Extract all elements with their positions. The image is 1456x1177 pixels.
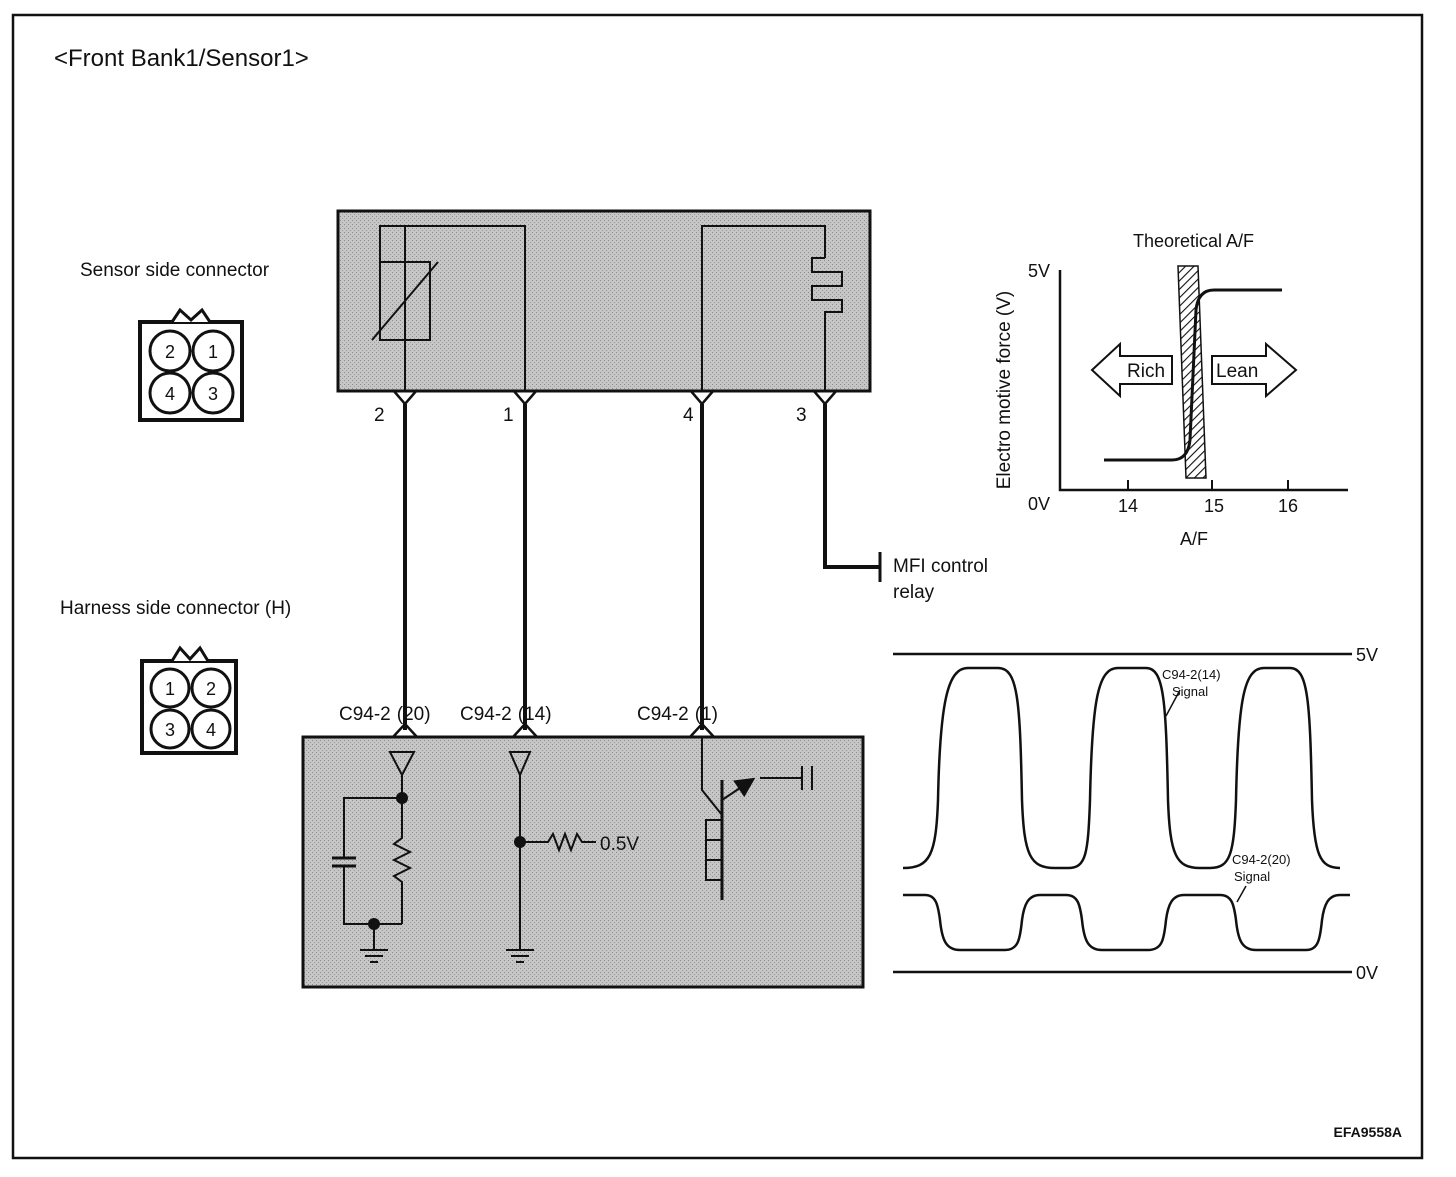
- svg-text:C94-2(20): C94-2 (20): [339, 704, 431, 725]
- signal-20-leader: [1236, 885, 1247, 903]
- ecm-terminal-1-pin: (1): [695, 704, 718, 725]
- ecm-terminal-14-pin: (14): [518, 704, 552, 725]
- sensor-pin-2: 2: [165, 342, 175, 362]
- harness-pin-4: 4: [206, 720, 216, 740]
- lean-arrow: [1211, 341, 1298, 399]
- sensor-pin-1: 1: [208, 342, 218, 362]
- sensor-pin-3: 3: [208, 384, 218, 404]
- outer-frame: [11, 13, 1424, 1160]
- signal-20-waveform: [903, 893, 1350, 952]
- sensor-box-pin-3: 3: [796, 405, 807, 426]
- waveform-0v-label: 0V: [1356, 963, 1378, 983]
- sensor-connector-icon: 2 1 4 3: [138, 307, 244, 422]
- af-chart-y-bottom: 0V: [1028, 494, 1050, 514]
- signal-14-waveform: [902, 666, 1341, 870]
- wires: [403, 404, 880, 730]
- af-chart-title: Theoretical A/F: [1133, 231, 1254, 251]
- svg-text:C94-2(14): C94-2 (14): [460, 704, 552, 725]
- sensor-pin-4: 4: [165, 384, 175, 404]
- af-response-curve: [1104, 288, 1282, 462]
- figure-code: EFA9558A: [1334, 1124, 1402, 1140]
- af-chart: Theoretical A/F 5V 0V Electro motive for…: [994, 231, 1348, 549]
- signal-14-leader: [1165, 689, 1181, 717]
- signal-20-label-line2: Signal: [1234, 869, 1270, 884]
- sensor-box-pin-1: 1: [503, 405, 514, 426]
- af-tick-label-16: 16: [1278, 496, 1298, 516]
- relay-label-line1: MFI control: [893, 556, 988, 577]
- signal-20-label-line1: C94-2(20): [1232, 852, 1291, 867]
- sensor-connector-label: Sensor side connector: [80, 260, 270, 281]
- harness-connector-label: Harness side connector (H): [60, 598, 291, 619]
- waveform-5v-label: 5V: [1356, 645, 1378, 665]
- sensor-box-pin-2: 2: [374, 405, 385, 426]
- svg-text:C94-2(1): C94-2 (1): [637, 704, 718, 725]
- harness-connector-icon: 1 2 3 4: [140, 645, 238, 755]
- harness-pin-2: 2: [206, 679, 216, 699]
- ecm-terminal-14-connector: C94-2: [460, 704, 512, 725]
- af-tick-label-15: 15: [1204, 496, 1224, 516]
- relay-label-line2: relay: [893, 582, 935, 603]
- waveform-panel: 5V 0V C94-2(14) Signal C94-2(20) Signal: [893, 645, 1378, 983]
- rich-arrow: [1090, 341, 1173, 399]
- ecm-box: 0.5V: [301, 722, 865, 989]
- af-chart-xlabel: A/F: [1180, 529, 1208, 549]
- af-chart-axes: [1058, 270, 1348, 492]
- signal-14-label-line1: C94-2(14): [1162, 667, 1221, 682]
- ecm-terminal-20-pin: (20): [397, 704, 431, 725]
- signal-14-label-line2: Signal: [1172, 684, 1208, 699]
- harness-pin-1: 1: [165, 679, 175, 699]
- af-tick-label-14: 14: [1118, 496, 1138, 516]
- diagram-title: <Front Bank1/Sensor1>: [54, 45, 309, 72]
- rich-label: Rich: [1127, 361, 1165, 382]
- af-chart-ylabel: Electro motive force (V): [994, 291, 1015, 490]
- af-chart-y-top: 5V: [1028, 261, 1050, 281]
- ecm-bias-voltage: 0.5V: [600, 834, 639, 855]
- lean-label: Lean: [1216, 361, 1258, 382]
- oxygen-sensor-box: [336, 209, 872, 406]
- sensor-box-pin-4: 4: [683, 405, 694, 426]
- harness-pin-3: 3: [165, 720, 175, 740]
- ecm-terminal-1-connector: C94-2: [637, 704, 689, 725]
- ecm-terminal-20-connector: C94-2: [339, 704, 391, 725]
